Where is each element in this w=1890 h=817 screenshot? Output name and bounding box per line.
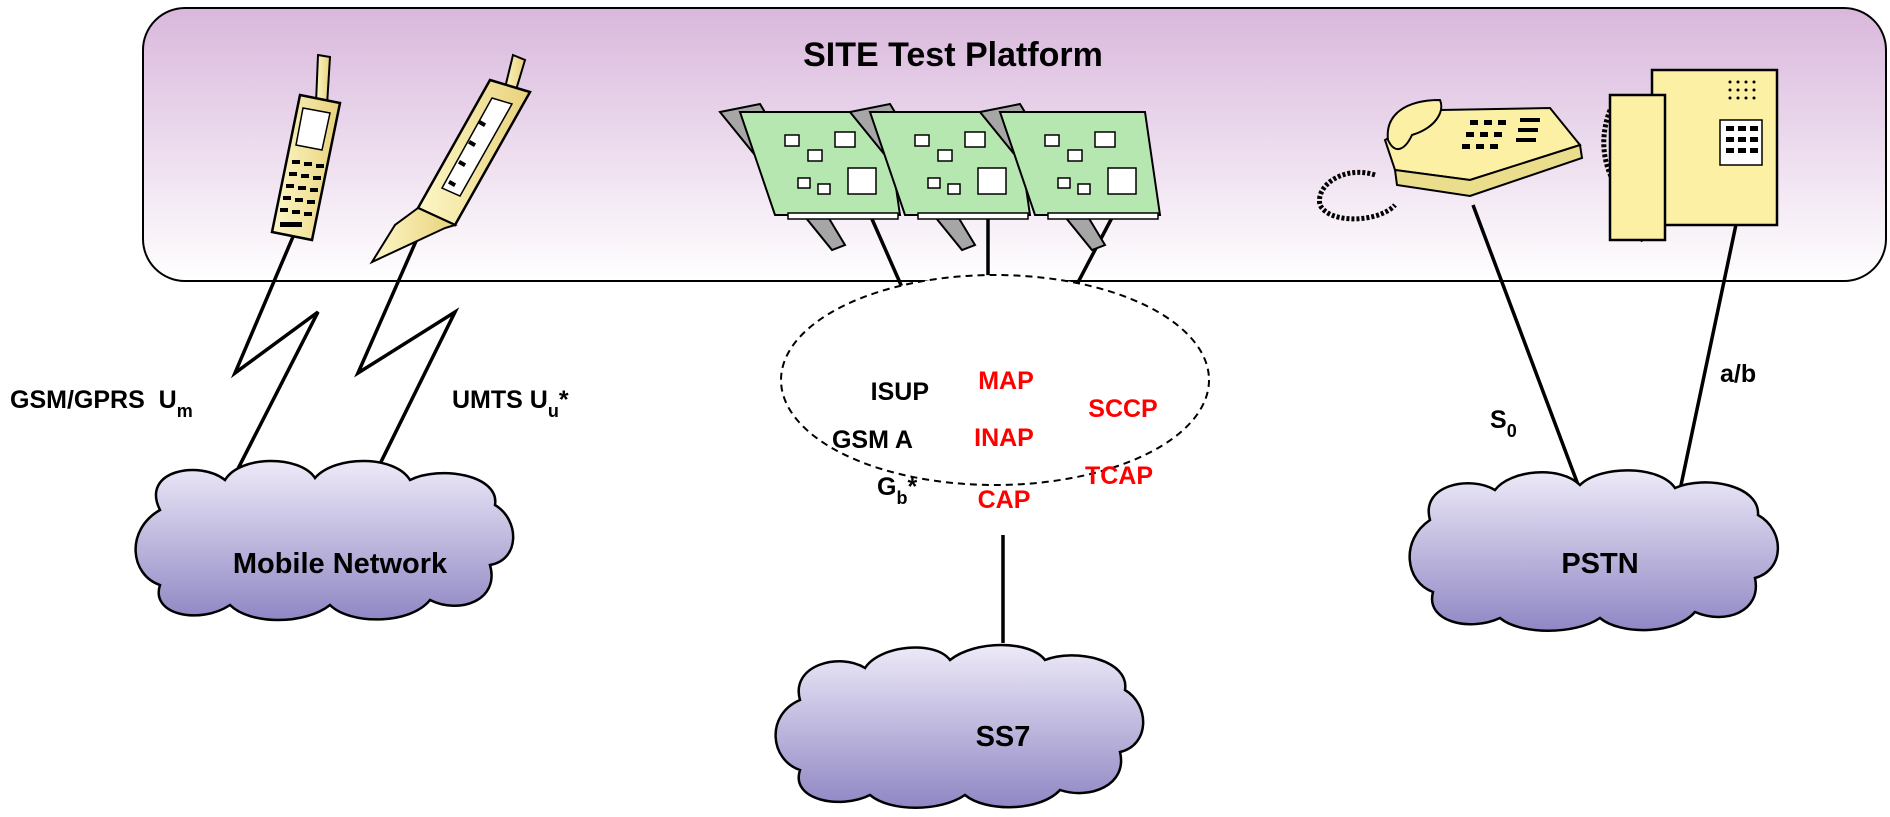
ss7-label: SS7: [976, 721, 1031, 753]
isdn-phone-icon: [1317, 98, 1584, 222]
analog-phone-icon: [1601, 68, 1779, 243]
ab-interface-label: a/b: [1720, 360, 1756, 388]
umts-radio-link: [354, 231, 460, 473]
protocol-gsm-a: GSM A: [832, 426, 913, 454]
ab-link: [1678, 214, 1740, 491]
protocol-inap: INAP: [974, 424, 1034, 452]
protocol-map: MAP: [978, 367, 1034, 395]
protocol-isup: ISUP: [871, 378, 929, 406]
umts-handset-icon: [369, 53, 532, 265]
gsm-gprs-interface-label: GSM/GPRS Um: [10, 386, 193, 421]
s0-interface-label: S0: [1490, 406, 1517, 441]
gsm-handset-icon: [270, 53, 342, 242]
protocol-ellipse: [780, 274, 1210, 486]
pstn-label: PSTN: [1561, 548, 1638, 580]
pci-card-2-icon: [848, 102, 1032, 252]
s0-link: [1471, 204, 1582, 491]
umts-interface-label: UMTS Uu*: [452, 386, 569, 421]
mobile-network-cloud: [134, 459, 515, 622]
mobile-network-label: Mobile Network: [233, 548, 448, 580]
ss7-cloud: [774, 643, 1145, 809]
pstn-cloud: [1408, 469, 1780, 632]
protocol-cap: CAP: [978, 486, 1031, 514]
pci-card-1-icon: [718, 102, 902, 252]
pci-card-3-icon: [978, 102, 1162, 252]
protocol-tcap: TCAP: [1085, 462, 1153, 490]
gsm-radio-link: [220, 231, 320, 501]
protocol-sccp: SCCP: [1088, 395, 1157, 423]
protocol-gb: Gb*: [877, 473, 917, 508]
connection-lines: [220, 204, 1740, 643]
platform-title: SITE Test Platform: [803, 36, 1103, 74]
